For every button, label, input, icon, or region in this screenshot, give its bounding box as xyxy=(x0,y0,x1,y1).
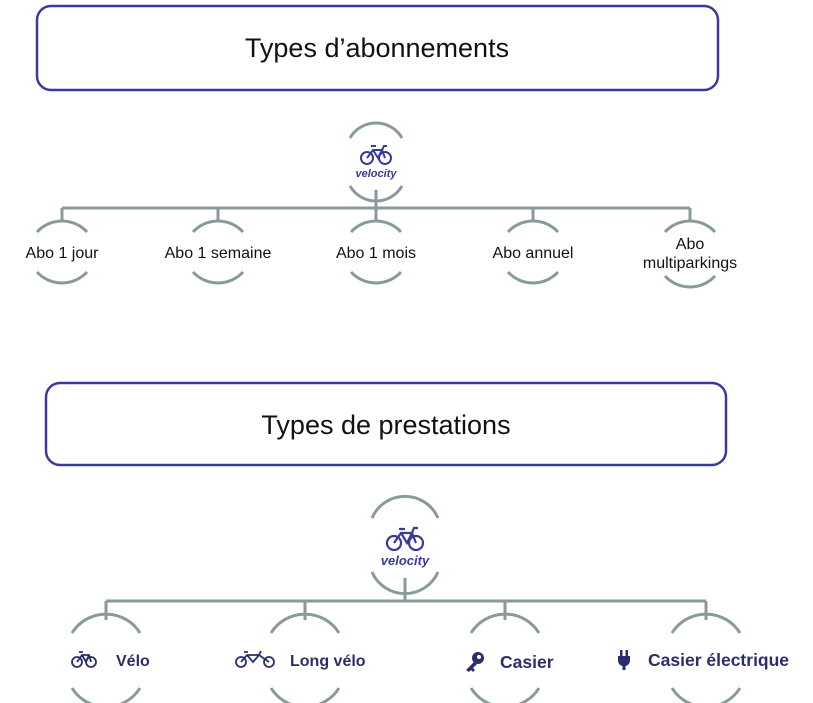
title-services: Types de prestations xyxy=(261,410,510,440)
connectors-services xyxy=(104,578,708,620)
service-label: Long vélo xyxy=(290,653,366,670)
title-box-subscriptions xyxy=(35,4,720,92)
logo-text: velocity xyxy=(356,168,398,180)
node-abo-multiparkings: Abo multiparkings xyxy=(643,219,737,289)
node-label: Abo 1 jour xyxy=(26,245,100,262)
node-casier-electrique: Casier électrique xyxy=(618,612,789,703)
node-abo-1-jour: Abo 1 jour xyxy=(26,219,100,285)
node-label-line-2: multiparkings xyxy=(643,255,737,272)
key-icon xyxy=(466,652,484,672)
bike-icon xyxy=(71,651,97,668)
node-label: Abo annuel xyxy=(493,245,574,262)
bike-icon xyxy=(360,145,392,165)
bike-icon xyxy=(385,526,425,552)
service-label: Casier xyxy=(500,652,554,672)
node-long-velo: Long vélo xyxy=(235,612,366,703)
cargo-bike-icon xyxy=(235,650,275,668)
node-label: Abo 1 semaine xyxy=(165,245,272,262)
node-abo-1-mois: Abo 1 mois xyxy=(336,219,416,285)
connectors-subscriptions xyxy=(60,190,692,220)
node-abo-annuel: Abo annuel xyxy=(493,219,574,285)
plug-icon xyxy=(618,650,630,670)
title-subscriptions: Types d’abonnements xyxy=(245,33,509,63)
service-label: Vélo xyxy=(116,653,150,670)
title-box-services xyxy=(44,381,728,467)
node-abo-1-semaine: Abo 1 semaine xyxy=(165,219,272,285)
logo-text: velocity xyxy=(381,553,430,568)
node-label-line-1: Abo xyxy=(676,236,705,253)
service-label: Casier électrique xyxy=(648,650,789,670)
node-label: Abo 1 mois xyxy=(336,245,416,262)
velocity-logo: velocity xyxy=(381,526,430,568)
root-node-services: velocity xyxy=(370,494,440,596)
node-casier: Casier xyxy=(466,612,554,703)
velocity-logo: velocity xyxy=(356,145,398,180)
root-node-subscriptions: velocity xyxy=(348,121,404,203)
node-velo: Vélo xyxy=(70,612,150,703)
